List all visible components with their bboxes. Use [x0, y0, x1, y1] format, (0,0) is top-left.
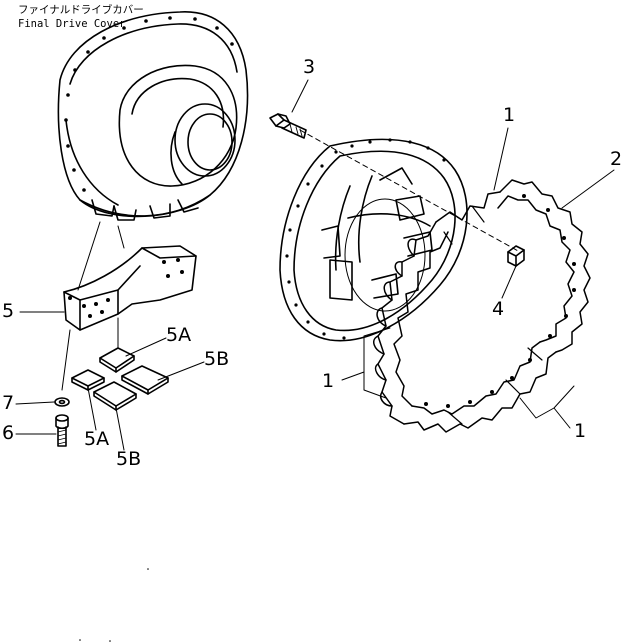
callout-3: 3	[303, 56, 316, 78]
sprocket-hub	[279, 138, 468, 342]
sprocket-segments	[373, 179, 591, 433]
callout-1-top: 1	[503, 104, 516, 126]
washer	[54, 397, 70, 407]
callout-5b-top: 5B	[204, 348, 230, 370]
bolt-6	[55, 414, 69, 447]
callout-5a-top: 5A	[166, 324, 192, 346]
caption-japanese: ファイナルドライブカバー	[18, 4, 144, 16]
callout-5a-bottom: 5A	[84, 428, 110, 450]
shim-plates	[71, 347, 169, 411]
callout-1-left: 1	[322, 370, 335, 392]
final-drive-cover	[57, 11, 249, 221]
callout-1-right: 1	[574, 420, 587, 442]
callout-leaders	[15, 79, 615, 451]
nut-4	[507, 245, 525, 267]
callout-5: 5	[2, 300, 15, 322]
bolt-3	[269, 113, 307, 139]
scan-specks	[79, 568, 149, 642]
guard-bracket	[61, 245, 197, 391]
callout-2: 2	[610, 148, 623, 170]
callout-7: 7	[2, 392, 15, 414]
callout-6: 6	[2, 422, 15, 444]
callout-5b-bottom: 5B	[116, 448, 142, 470]
caption-english: Final Drive Cover	[18, 18, 126, 30]
callout-4: 4	[492, 298, 505, 320]
